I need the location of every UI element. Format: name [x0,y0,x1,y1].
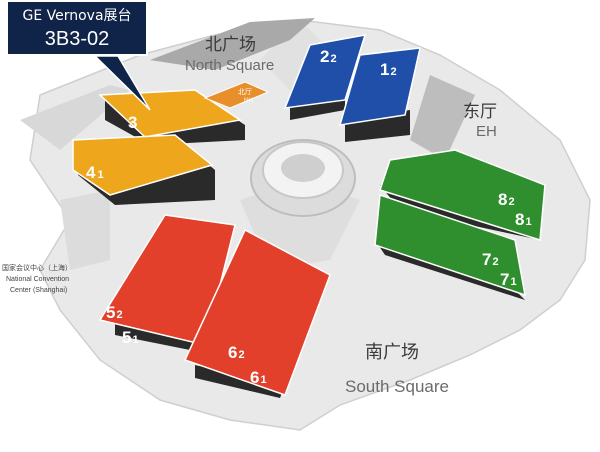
south-square-en: South Square [345,377,449,396]
hall-5-label: 52 [106,303,123,322]
hall-7[interactable]: 72 71 [374,193,526,300]
hall-8-label: 82 [498,190,515,209]
hall-8b-label: 81 [515,210,532,229]
booth-exhibitor-label: GE Vernova展台 [22,8,132,24]
callout-pointer [93,55,151,111]
booth-number-label: 3B3-02 [44,28,110,50]
hall-5b-label: 51 [122,328,139,347]
north-square-en: North Square [185,57,274,74]
hall-3-label: 3 [128,113,137,132]
north-square-area [150,18,315,70]
booth-callout: GE Vernova展台 3B3-02 [6,0,148,56]
east-hall-cn: 东厅 [463,102,497,122]
north-square-cn: 北广场 [205,35,256,55]
venue-name-en-2: Center (Shanghai) [10,287,67,294]
hall-3[interactable]: 3 [98,89,245,145]
hall-6b-label: 61 [250,368,267,387]
venue-name-en-1: National Convention [6,276,69,283]
hall-north-nh[interactable]: 北厅 NH [203,81,270,109]
hall-1[interactable]: 12 [338,47,421,142]
east-hall-area [410,75,475,160]
central-rotunda [250,139,356,217]
hall-7-label: 72 [482,250,499,269]
hall-6-label: 62 [228,343,245,362]
hall-2[interactable]: 22 [283,34,367,120]
nh-en-label: NH [244,98,253,104]
venue-name-cn: 国家会议中心（上海） [2,263,72,272]
east-hall-en: EH [476,123,497,140]
hall-8[interactable]: 82 81 [379,149,546,241]
nh-cn-label: 北厅 [238,88,252,96]
south-square-cn: 南广场 [365,342,419,363]
hall-1-label: 12 [380,60,397,79]
hall-2-label: 22 [320,47,337,66]
hall-7b-label: 71 [500,270,517,289]
hall-6[interactable]: 62 61 [183,228,331,398]
